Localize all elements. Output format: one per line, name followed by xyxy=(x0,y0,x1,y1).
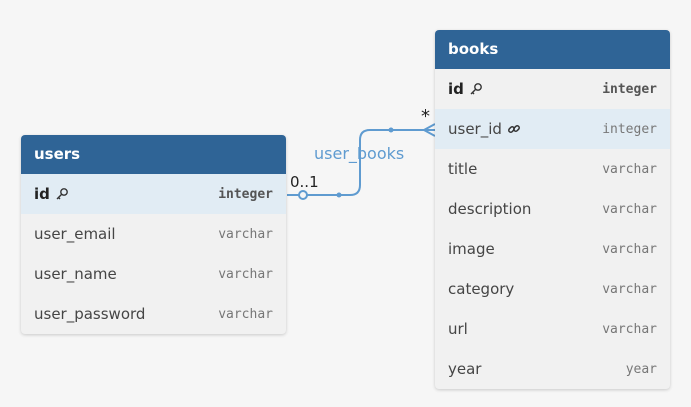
key-icon xyxy=(55,187,69,201)
column-name: user_password xyxy=(34,305,146,323)
connector-midpoint-dot xyxy=(388,127,394,133)
column-row-user-password[interactable]: user_password varchar xyxy=(21,294,286,334)
table-header[interactable]: users xyxy=(21,135,286,174)
column-name: user_name xyxy=(34,265,117,283)
users-table[interactable]: users id integer user_email varchar user… xyxy=(21,135,286,334)
column-name: year xyxy=(448,360,482,378)
column-row-user-id[interactable]: user_id integer xyxy=(435,109,670,149)
column-type: integer xyxy=(602,81,657,97)
key-icon xyxy=(469,82,483,96)
column-name: id xyxy=(448,80,464,98)
column-type: varchar xyxy=(602,321,657,337)
column-row-user-name[interactable]: user_name varchar xyxy=(21,254,286,294)
column-type: varchar xyxy=(218,226,273,242)
column-row-title[interactable]: title varchar xyxy=(435,149,670,189)
column-row-url[interactable]: url varchar xyxy=(435,309,670,349)
zero-optional-marker xyxy=(298,190,308,200)
column-type: varchar xyxy=(602,281,657,297)
column-name: url xyxy=(448,320,468,338)
cardinality-one: 0..1 xyxy=(290,173,319,191)
table-header[interactable]: books xyxy=(435,30,670,69)
cardinality-many: * xyxy=(421,106,430,127)
column-row-description[interactable]: description varchar xyxy=(435,189,670,229)
column-name: image xyxy=(448,240,495,258)
column-type: year xyxy=(625,361,657,377)
relationship-name[interactable]: user_books xyxy=(314,144,405,163)
column-name: user_email xyxy=(34,225,116,243)
column-type: varchar xyxy=(218,306,273,322)
column-row-year[interactable]: year year xyxy=(435,349,670,389)
column-row-id[interactable]: id integer xyxy=(21,174,286,214)
column-type: varchar xyxy=(218,266,273,282)
column-name: title xyxy=(448,160,478,178)
connector-midpoint-dot xyxy=(336,192,342,198)
books-table[interactable]: books id integer user_id integer title v… xyxy=(435,30,670,389)
column-name: id xyxy=(34,185,50,203)
column-row-category[interactable]: category varchar xyxy=(435,269,670,309)
column-row-id[interactable]: id integer xyxy=(435,69,670,109)
column-row-user-email[interactable]: user_email varchar xyxy=(21,214,286,254)
column-type: integer xyxy=(218,186,273,202)
column-type: integer xyxy=(602,121,657,137)
column-row-image[interactable]: image varchar xyxy=(435,229,670,269)
column-name: category xyxy=(448,280,515,298)
column-type: varchar xyxy=(602,161,657,177)
column-type: varchar xyxy=(602,241,657,257)
column-name: user_id xyxy=(448,120,502,138)
column-type: varchar xyxy=(602,201,657,217)
column-name: description xyxy=(448,200,532,218)
link-icon xyxy=(507,122,521,136)
